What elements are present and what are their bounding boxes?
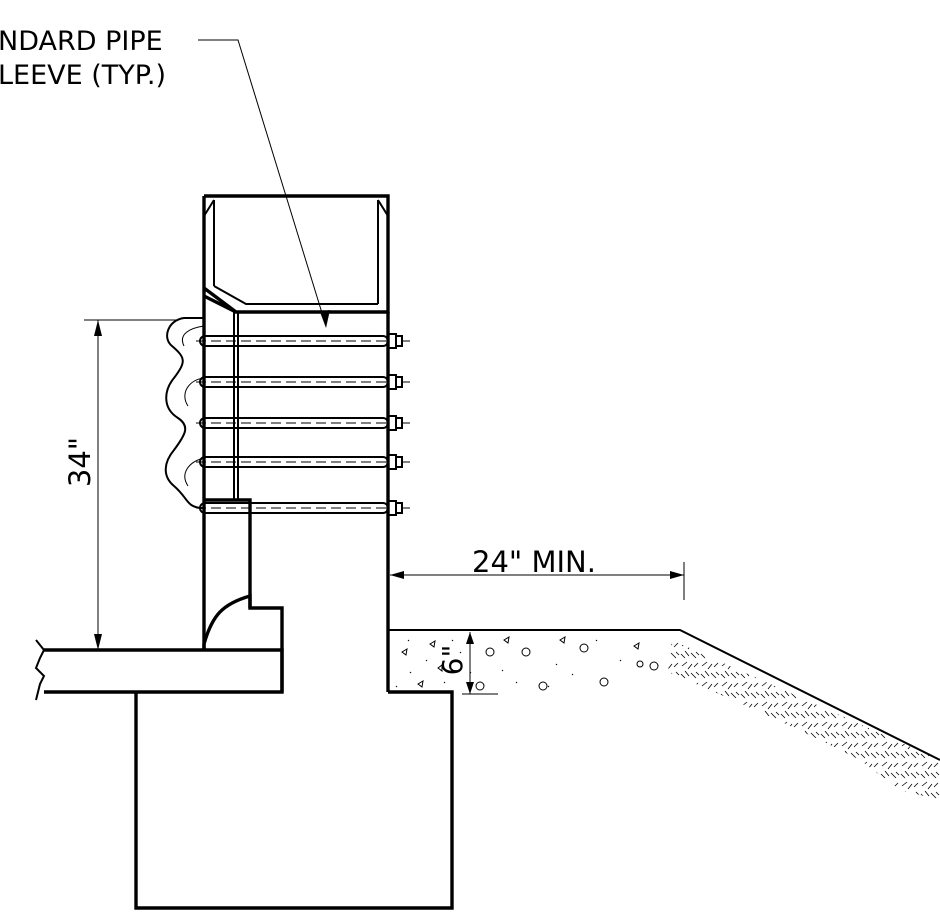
dimension-height: 34" xyxy=(63,319,176,651)
deck-and-footing xyxy=(34,639,454,910)
curb-step xyxy=(204,498,284,692)
arrow-bottom xyxy=(94,634,102,650)
break-line xyxy=(34,639,46,701)
aggregate-stipple xyxy=(395,636,659,691)
nut-cap xyxy=(395,502,403,514)
dimension-offset: 24" MIN. xyxy=(390,545,685,600)
bolt-row-3 xyxy=(196,415,410,431)
footing xyxy=(134,690,454,910)
bolts xyxy=(196,333,410,516)
dim-text-thickness: 6" xyxy=(436,645,469,676)
leader-line xyxy=(198,39,327,327)
callout-line-1: NDARD PIPE xyxy=(0,26,163,57)
callout-line-2: LEEVE (TYP.) xyxy=(0,60,166,91)
bolt-row-1 xyxy=(196,333,410,349)
w-beam-rail xyxy=(164,317,205,509)
cap-outline xyxy=(202,194,390,318)
dim-text-height: 34" xyxy=(63,437,97,487)
dimension-thickness: 6" xyxy=(436,632,498,695)
callout: NDARD PIPE LEEVE (TYP.) xyxy=(0,26,330,328)
grade-line xyxy=(388,629,940,761)
nut-cap xyxy=(395,335,403,347)
nut-cap xyxy=(395,456,403,468)
embankment xyxy=(668,640,940,800)
cap-chamfer-right xyxy=(377,199,389,217)
cap-chamfer-left xyxy=(203,199,215,217)
bolt-row-2 xyxy=(196,374,410,390)
bolt-row-4 xyxy=(196,454,410,470)
arrow-left xyxy=(390,571,404,579)
arrow-right xyxy=(670,571,684,579)
nut-cap xyxy=(395,376,403,388)
nut-cap xyxy=(395,417,403,429)
barrier-cap xyxy=(202,194,390,318)
arrow-bottom xyxy=(466,682,474,694)
bolt-row-5 xyxy=(196,500,410,516)
cap-inner-outline xyxy=(213,200,379,305)
arrow-top xyxy=(94,320,102,336)
dim-text-offset: 24" MIN. xyxy=(472,545,596,579)
curb-fillet xyxy=(202,593,252,650)
arrow-top xyxy=(466,632,474,644)
rail-profile xyxy=(164,317,204,509)
aggregate-base xyxy=(388,629,940,761)
earth-hatch xyxy=(668,640,940,800)
leader-arrowhead xyxy=(320,310,330,328)
deck-slab xyxy=(44,648,284,694)
